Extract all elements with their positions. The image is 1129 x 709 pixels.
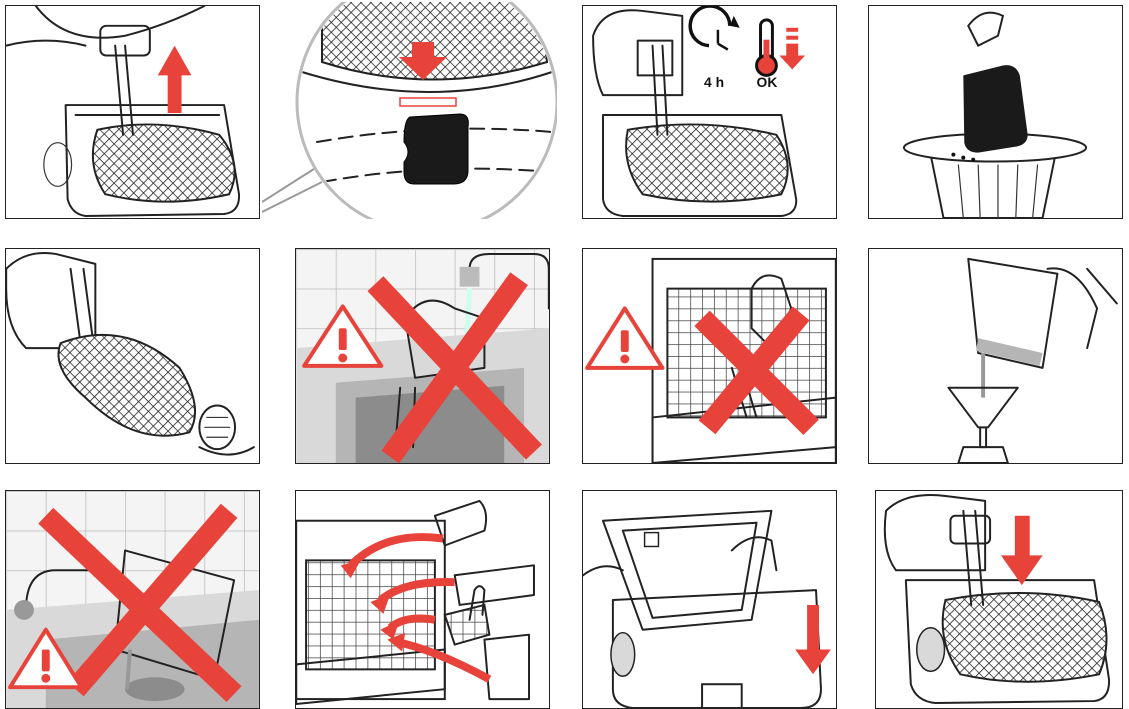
step-lift-basket-panel	[5, 5, 260, 219]
step-cool-down-panel: 4 h OK	[582, 5, 837, 219]
step-dishwasher-parts-panel	[295, 490, 550, 709]
filter-cartridge	[963, 65, 1027, 152]
step-no-tap-water-warning-panel	[295, 248, 550, 464]
down-arrow-icon	[1001, 516, 1043, 585]
step-pour-oil-panel	[868, 248, 1123, 464]
clock-icon	[690, 6, 740, 50]
cool-down-illustration: 4 h OK	[583, 6, 836, 218]
thermometer-icon	[757, 20, 777, 75]
timer-label: 4 h	[704, 74, 724, 90]
no-rinse-bowl-illustration	[6, 491, 259, 708]
filter-cartridge	[404, 114, 468, 184]
step-no-rinse-bowl-warning-panel	[5, 490, 260, 709]
step-no-dishwasher-warning-panel	[582, 248, 837, 464]
discard-filter-illustration	[869, 6, 1122, 218]
lift-basket-illustration	[6, 6, 259, 218]
lower-basket-illustration	[876, 491, 1122, 708]
filter-zoom-illustration	[262, 2, 557, 219]
down-arrow-icon	[779, 28, 805, 70]
step-clean-basket-panel	[5, 248, 260, 464]
clean-basket-illustration	[6, 249, 259, 463]
dishwasher-parts-illustration	[296, 491, 549, 708]
temp-label: OK	[757, 74, 778, 90]
no-tap-water-illustration	[296, 249, 549, 463]
no-dishwasher-illustration	[583, 249, 836, 463]
step-filter-zoom-panel	[262, 2, 557, 219]
step-insert-bowl-panel	[582, 490, 837, 709]
pour-oil-illustration	[869, 249, 1122, 463]
step-lower-basket-panel	[875, 490, 1123, 709]
step-discard-filter-panel	[868, 5, 1123, 219]
warning-icon	[587, 308, 662, 367]
insert-bowl-illustration	[583, 491, 836, 708]
up-arrow-icon	[158, 46, 192, 113]
down-arrow-icon	[795, 605, 831, 674]
